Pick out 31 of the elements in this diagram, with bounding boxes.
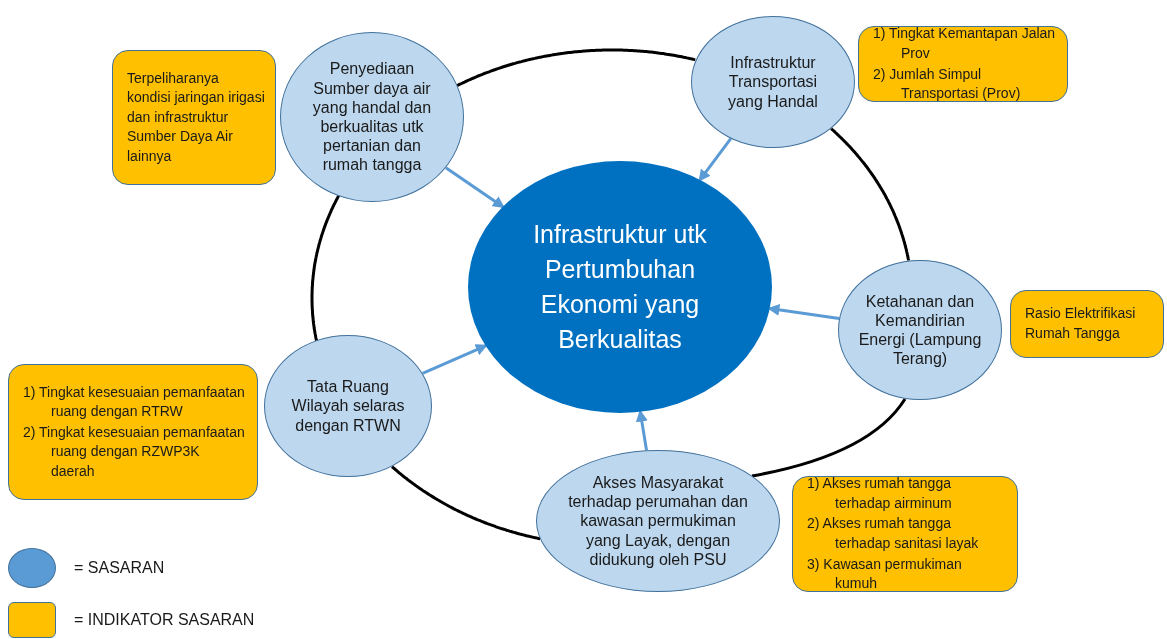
indicator-text: 1) Akses rumah tangga terhadap airminum [807,474,953,513]
node-text: Penyediaan Sumber daya air yang handal dan berkualitas utk pertanian dan rumah tangga [311,59,433,175]
node-text: Infrastruktur utk Pertumbuhan Ekonomi yang Berkualitas [532,219,708,355]
indicator-text: 1) Tingkat Kemantapan Jalan Prov [873,24,1057,63]
node-text: Tata Ruang Wilayah selaras dengan RTWN [290,377,406,435]
indicator-card [8,364,258,500]
indicator-text: Rasio Elektrifikasi Rumah Tangga [1025,304,1137,343]
arrow [767,303,840,320]
indicator-text: 2) Jumlah Simpul Transportasi (Prov) [873,64,1022,104]
indicator-text: 2) Tingkat kesesuaian pemanfaatan ruang dengan RZWP3K daerah [23,422,246,481]
connector-line [391,465,541,541]
indicator-card [792,476,1018,592]
indicator-text: 3) Kawasan permukiman kumuh [807,554,963,594]
connector-line [830,127,911,261]
indicator-card [1010,290,1164,358]
node-text: Infrastruktur Transportasi yang Handal [727,53,819,111]
connector-line [456,48,696,88]
legend-label: = SASARAN [74,559,165,577]
indicator-text: 2) Akses rumah tangga terhadap sanitasi layak [807,514,980,553]
indicator-text: Terpeliharanya kondisi jaringan irigasi dan infrastruktur Sumber Daya Air lainnya [127,68,265,166]
arrow [445,166,505,209]
indicator-card [858,26,1068,102]
legend-label: = INDIKATOR SASARAN [74,611,255,629]
indicator-card [112,50,276,185]
node-text: Akses Masyarakat terhadap perumahan dan kawasan permukiman yang Layak, dengan didukung oleh PSU [567,473,749,569]
connector-line [751,398,907,478]
node-text: Ketahanan dan Kemandirian Energi (Lampung Terang) [857,291,983,369]
indicator-text: 1) Tingkat kesesuaian pemanfaatan ruang dengan RTRW [23,382,246,422]
arrow [698,137,732,182]
connector-line [310,195,340,342]
arrow [422,344,488,375]
